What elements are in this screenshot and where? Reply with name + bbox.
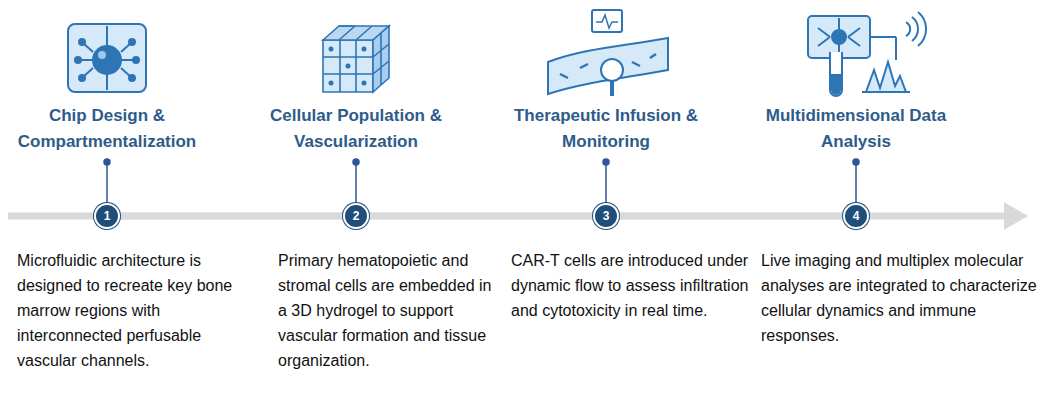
step-title: Therapeutic Infusion & Monitoring <box>513 103 699 155</box>
step-number: 3 <box>603 210 610 222</box>
vessel-monitor-icon <box>548 10 668 96</box>
step-title: Multidimensional Data Analysis <box>763 103 949 155</box>
timeline-segment <box>619 213 843 220</box>
stems <box>104 159 859 204</box>
axis-arrowhead <box>1004 202 1028 230</box>
step-circle: 4 <box>843 203 869 229</box>
step-number: 4 <box>853 210 860 222</box>
chip-icon <box>68 24 146 92</box>
step-circle: 1 <box>94 203 120 229</box>
step-circle: 3 <box>593 203 619 229</box>
step-description: Primary hematopoietic and stromal cells … <box>278 248 500 373</box>
step-number: 2 <box>353 210 360 222</box>
step-circle: 2 <box>343 203 369 229</box>
analysis-icon <box>808 12 926 96</box>
timeline-segment <box>369 213 593 220</box>
step-title: Cellular Population & Vascularization <box>245 103 467 155</box>
step-title: Chip Design & Compartmentalization <box>0 103 218 155</box>
step-description: Microfluidic architecture is designed to… <box>17 248 257 373</box>
step-description: CAR-T cells are introduced under dynamic… <box>511 248 749 323</box>
step-number: 1 <box>104 210 111 222</box>
hydrogel-lattice-icon <box>323 26 389 92</box>
step-description: Live imaging and multiplex molecular ana… <box>761 248 1043 348</box>
timeline-segment <box>120 213 343 220</box>
